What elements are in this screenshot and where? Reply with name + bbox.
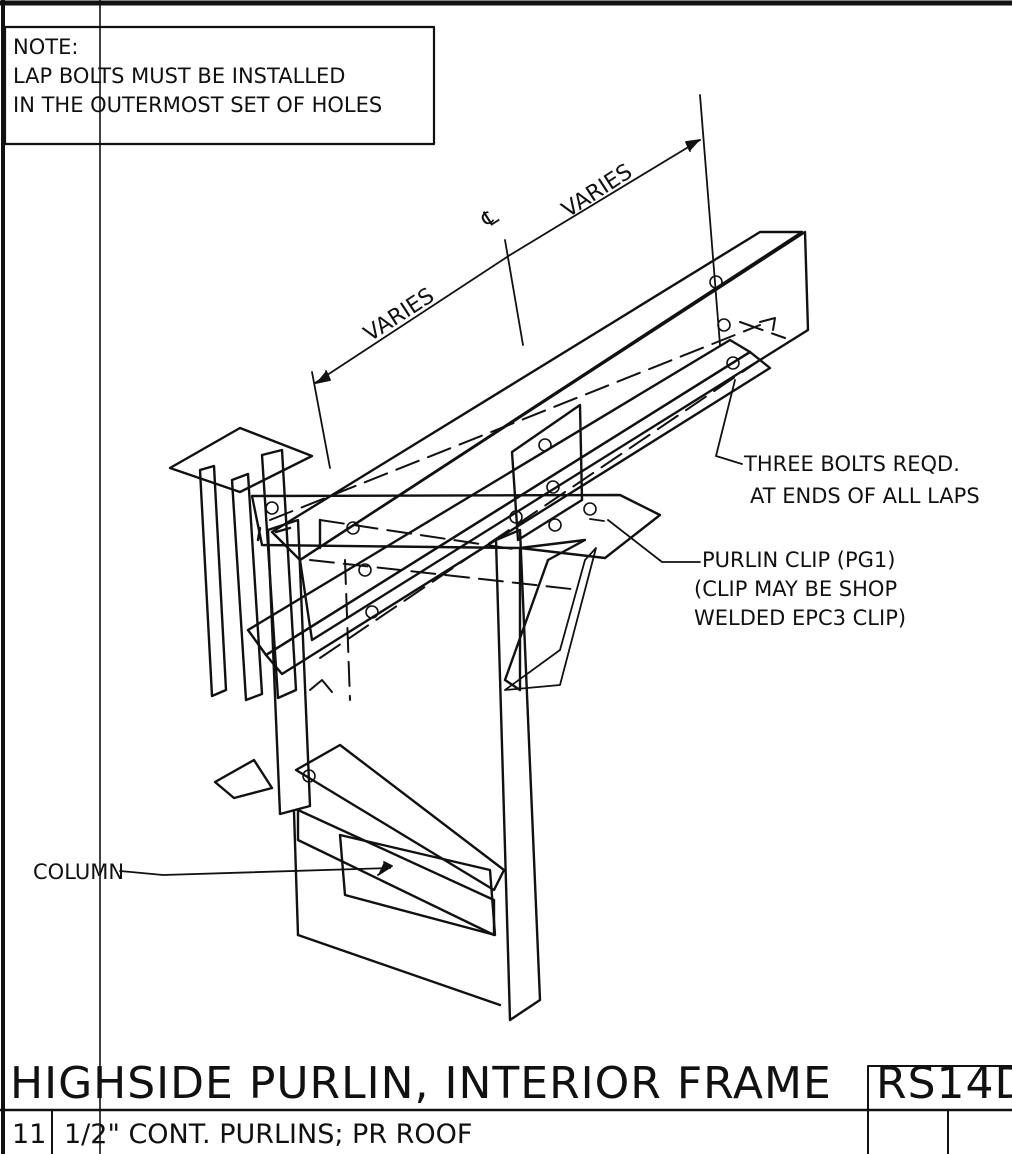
clip-callout-line-2: (CLIP MAY BE SHOP xyxy=(694,577,897,601)
clip-callout-line-1: PURLIN CLIP (PG1) xyxy=(702,548,895,572)
dimension-lines xyxy=(311,94,721,469)
column-callout: COLUMN xyxy=(33,860,124,884)
clip-callout-line-3: WELDED EPC3 CLIP) xyxy=(694,606,906,630)
note-line-2: IN THE OUTERMOST SET OF HOLES xyxy=(13,93,382,117)
column xyxy=(266,518,542,1022)
leader-lines xyxy=(119,379,743,876)
purlin xyxy=(246,230,810,676)
bolts xyxy=(265,275,740,783)
bolts-callout-line-1: THREE BOLTS REQD. xyxy=(743,452,960,476)
centerline-symbol: ℄ xyxy=(477,204,504,234)
detail-number: 11 xyxy=(12,1119,46,1150)
dimension-label-left: VARIES xyxy=(360,283,439,347)
lapped-purlin xyxy=(269,321,786,701)
bolts-callout-line-2: AT ENDS OF ALL LAPS xyxy=(750,484,980,508)
detail-subtitle: 1/2" CONT. PURLINS; PR ROOF xyxy=(64,1119,472,1150)
dimension-label-right: VARIES xyxy=(558,159,637,223)
detail-code: RS14D1 xyxy=(876,1058,1012,1109)
section-marks xyxy=(309,317,776,693)
rafter-flange xyxy=(168,426,314,800)
note-line-1: LAP BOLTS MUST BE INSTALLED xyxy=(13,64,345,88)
stiffener xyxy=(503,538,587,692)
note-heading: NOTE: xyxy=(13,35,78,59)
detail-title: HIGHSIDE PURLIN, INTERIOR FRAME xyxy=(10,1058,832,1109)
note-box xyxy=(3,25,436,146)
